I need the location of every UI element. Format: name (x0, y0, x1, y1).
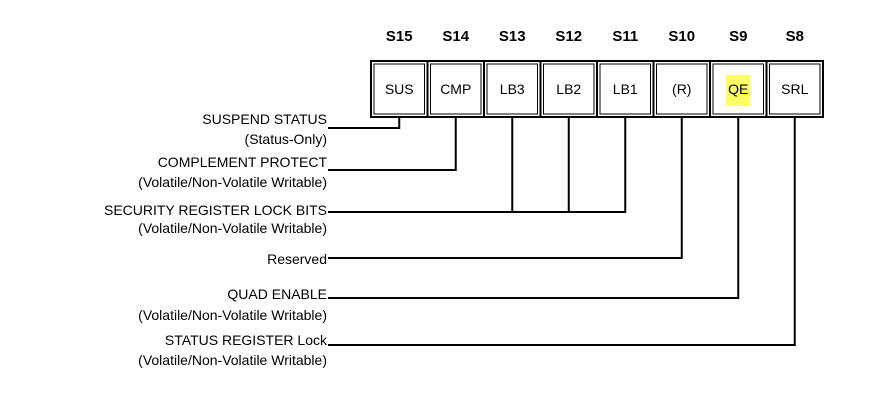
cell-inner-s15 (373, 63, 425, 115)
connector-lines (328, 117, 796, 346)
field-lb3: LB3 (500, 81, 525, 97)
bit-label-s10: S10 (668, 28, 695, 45)
bit-label-s15: S15 (386, 28, 413, 45)
wire-lb1 (328, 117, 627, 213)
desc-reserved: Reserved (267, 251, 327, 267)
field-cmp: CMP (440, 81, 471, 97)
field-qe: QE (728, 81, 748, 97)
field-lb2: LB2 (556, 81, 581, 97)
bit-label-s13: S13 (499, 28, 526, 45)
cell-inner-s14 (430, 63, 482, 115)
field-sus: SUS (385, 81, 414, 97)
desc-security-lock-bits-sub: (Volatile/Non-Volatile Writable) (138, 220, 327, 236)
cell-inner-s11 (599, 63, 651, 115)
bit-label-s8: S8 (786, 28, 804, 45)
cell-inner-s13 (486, 63, 538, 115)
cell-inner-s9 (712, 63, 764, 115)
field-lb1: LB1 (613, 81, 638, 97)
desc-quad-enable-sub: (Volatile/Non-Volatile Writable) (138, 307, 327, 323)
desc-quad-enable: QUAD ENABLE (227, 286, 327, 302)
field-srl: SRL (781, 81, 808, 97)
desc-complement-protect: COMPLEMENT PROTECT (158, 154, 328, 170)
wire-reserved (328, 117, 683, 259)
desc-security-lock-bits: SECURITY REGISTER LOCK BITS (104, 202, 327, 218)
desc-complement-protect-sub: (Volatile/Non-Volatile Writable) (138, 174, 327, 190)
desc-status-register-lock-sub: (Volatile/Non-Volatile Writable) (138, 352, 327, 368)
desc-status-register-lock: STATUS REGISTER Lock (165, 332, 328, 348)
cell-inner-s8 (769, 63, 821, 115)
bit-label-s14: S14 (442, 28, 469, 45)
wire-qe (328, 117, 740, 299)
wire-sus (328, 117, 401, 129)
bit-label-s11: S11 (612, 28, 638, 45)
field-r: (R) (672, 81, 691, 97)
desc-suspend-status: SUSPEND STATUS (202, 111, 327, 127)
desc-suspend-status-sub: (Status-Only) (245, 131, 327, 147)
wire-srl (328, 117, 796, 346)
wire-cmp (328, 117, 457, 171)
bit-label-s12: S12 (555, 28, 582, 45)
highlight-qe (726, 75, 751, 106)
bit-label-s9: S9 (729, 28, 747, 45)
cell-inner-s10 (656, 63, 708, 115)
cell-inner-s12 (543, 63, 595, 115)
